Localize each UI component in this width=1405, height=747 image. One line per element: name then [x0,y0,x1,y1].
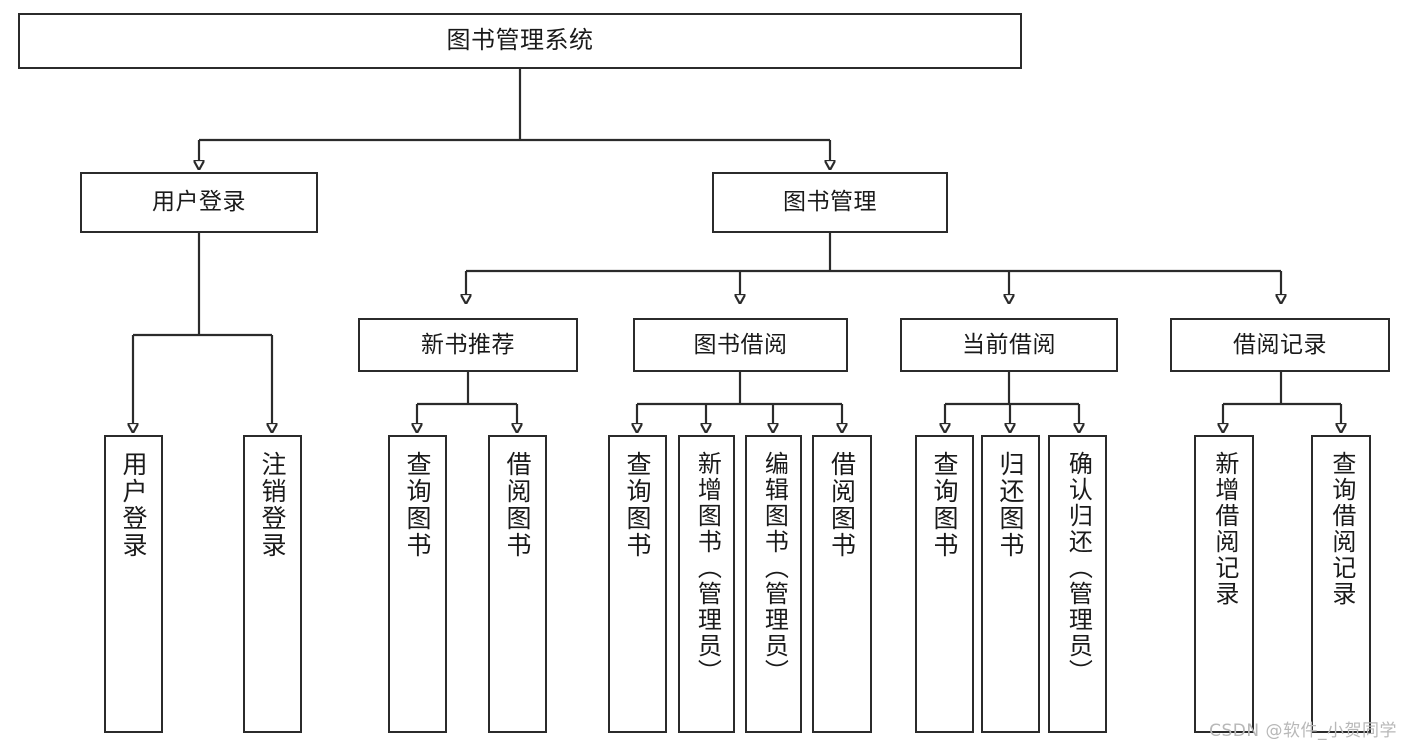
node-leaf-edit-book-label: 编辑图书（管理员） [760,451,789,685]
node-leaf-user-login-label: 用户登录 [119,451,148,559]
node-leaf-logout[interactable]: 注销登录 [243,435,302,733]
node-leaf-borrow-book-2-label: 借阅图书 [827,451,857,559]
node-root[interactable]: 图书管理系统 [18,13,1022,69]
node-leaf-query-book-3-label: 查询图书 [930,451,959,559]
node-leaf-borrow-book-2[interactable]: 借阅图书 [812,435,872,733]
node-leaf-confirm-return-label: 确认归还（管理员） [1064,451,1093,685]
node-leaf-query-record[interactable]: 查询借阅记录 [1311,435,1371,733]
node-book-borrow-label: 图书借阅 [693,331,788,358]
watermark: CSDN @软件_小贺同学 [1209,721,1397,741]
node-leaf-return-book-label: 归还图书 [996,451,1025,559]
node-leaf-borrow-book-1-label: 借阅图书 [503,451,532,559]
node-leaf-confirm-return[interactable]: 确认归还（管理员） [1048,435,1107,733]
node-leaf-edit-book[interactable]: 编辑图书（管理员） [745,435,802,733]
node-leaf-query-book-2-label: 查询图书 [623,451,652,559]
node-leaf-add-book-label: 新增图书（管理员） [693,451,722,685]
node-borrow-record[interactable]: 借阅记录 [1170,318,1390,372]
node-new-book-recommend-label: 新书推荐 [421,331,515,358]
node-leaf-borrow-book-1[interactable]: 借阅图书 [488,435,547,733]
node-leaf-add-record[interactable]: 新增借阅记录 [1194,435,1254,733]
node-current-borrow-label: 当前借阅 [962,331,1056,358]
node-user-login[interactable]: 用户登录 [80,172,318,233]
node-book-manage[interactable]: 图书管理 [712,172,948,233]
node-user-login-label: 用户登录 [152,189,246,216]
node-leaf-user-login[interactable]: 用户登录 [104,435,163,733]
node-leaf-return-book[interactable]: 归还图书 [981,435,1040,733]
node-leaf-logout-label: 注销登录 [258,451,287,559]
node-new-book-recommend[interactable]: 新书推荐 [358,318,578,372]
node-borrow-record-label: 借阅记录 [1233,331,1327,358]
node-book-borrow[interactable]: 图书借阅 [633,318,848,372]
node-leaf-query-record-label: 查询借阅记录 [1327,451,1356,607]
node-leaf-query-book-1[interactable]: 查询图书 [388,435,447,733]
node-leaf-query-book-3[interactable]: 查询图书 [915,435,974,733]
node-leaf-query-book-1-label: 查询图书 [403,451,432,559]
node-current-borrow[interactable]: 当前借阅 [900,318,1118,372]
node-book-manage-label: 图书管理 [783,189,877,216]
node-leaf-add-record-label: 新增借阅记录 [1210,451,1239,607]
node-root-label: 图书管理系统 [446,26,594,55]
node-leaf-query-book-2[interactable]: 查询图书 [608,435,667,733]
node-leaf-add-book[interactable]: 新增图书（管理员） [678,435,735,733]
